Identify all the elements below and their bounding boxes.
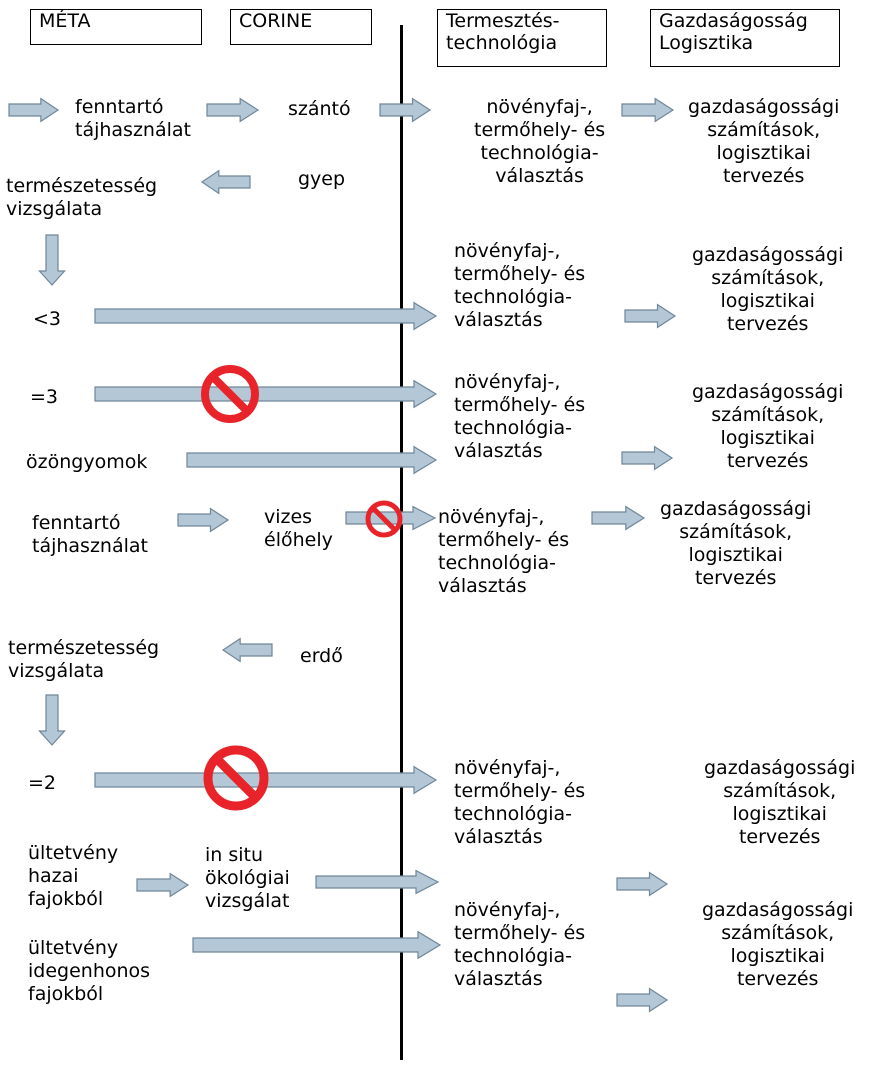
prohibit-vizes: [365, 500, 403, 538]
prohibit-vizes-ring: [365, 500, 403, 538]
arrow-tech-econ-1: [621, 97, 675, 123]
arrow-szanto-tech: [379, 97, 432, 123]
econ-block-2: gazdaságossági számítások, logisztikai t…: [692, 244, 844, 335]
label-erdo: erdő: [300, 645, 343, 667]
arrow-to-insitu: [136, 872, 190, 898]
econ-block-5: gazdaságossági számítások, logisztikai t…: [704, 757, 856, 848]
arrow-idegen: [192, 930, 442, 960]
prohibit-eq3-ring: [201, 365, 259, 423]
header-meta-label: MÉTA: [39, 10, 91, 32]
tech-block-1: növényfaj-, termőhely- és technológia- v…: [474, 96, 606, 187]
arrow-insitu-tech: [315, 869, 440, 895]
label-ozongyomok: özöngyomok: [26, 451, 148, 473]
tech-block-6: növényfaj-, termőhely- és technológia- v…: [454, 899, 586, 990]
econ-block-1: gazdaságossági számítások, logisztikai t…: [688, 96, 840, 187]
label-termeszetesseg-2: természetesség vizsgálata: [8, 637, 160, 682]
header-termesztes-label: Termesztés- technológia: [446, 10, 560, 54]
label-ultetveny-idegen: ültetvény idegenhonos fajokból: [28, 937, 151, 1005]
header-corine: CORINE: [230, 9, 372, 45]
label-fenntarto-2: fenntartó tájhasználat: [32, 512, 148, 557]
arrow-ozongyomok: [186, 445, 438, 475]
header-termesztes: Termesztés- technológia: [437, 9, 607, 67]
prohibit-eq2: [203, 745, 269, 811]
label-eq3: =3: [30, 386, 59, 408]
label-szanto: szántó: [288, 98, 351, 120]
arrow-in-1: [8, 97, 60, 123]
header-gazdasagossag: Gazdaságosság Logisztika: [650, 9, 840, 67]
prohibit-vizes-bar: [370, 505, 398, 533]
econ-block-6: gazdaságossági számítások, logisztikai t…: [702, 899, 854, 990]
econ-block-4: gazdaságossági számítások, logisztikai t…: [660, 498, 812, 589]
arrow-gyep-back: [200, 169, 251, 195]
arrow-lt3: [94, 301, 438, 331]
arrow-to-szanto: [206, 97, 260, 123]
header-corine-label: CORINE: [239, 10, 313, 32]
arrow-group: [8, 97, 677, 1013]
arrow-down-1: [38, 234, 66, 286]
arrow-eq3: [94, 379, 438, 409]
prohibit-eq2-bar: [213, 755, 259, 801]
arrow-tech-econ-2: [624, 303, 677, 329]
arrow-to-vizes: [177, 507, 230, 533]
prohibit-eq2-ring: [203, 745, 269, 811]
label-vizes-elohely: vizes élőhely: [264, 506, 333, 551]
prohibit-eq3: [201, 365, 259, 423]
arrow-tech-econ-5: [616, 871, 669, 897]
arrow-tech-econ-6: [616, 987, 669, 1013]
tech-block-4: növényfaj-, termőhely- és technológia- v…: [438, 506, 570, 597]
header-gazdasagossag-label: Gazdaságosság Logisztika: [659, 10, 808, 54]
label-fenntarto-1: fenntartó tájhasználat: [75, 96, 191, 141]
header-meta: MÉTA: [30, 9, 202, 45]
tech-block-2: növényfaj-, termőhely- és technológia- v…: [454, 240, 586, 331]
label-eq2: =2: [28, 772, 57, 794]
central-divider: [400, 25, 403, 1060]
arrow-erdo-back: [221, 637, 273, 663]
arrow-tech-econ-4: [591, 505, 646, 531]
label-ultetveny-hazai: ültetvény hazai fajokból: [28, 842, 119, 910]
prohibit-eq3-bar: [209, 373, 251, 415]
tech-block-3: növényfaj-, termőhely- és technológia- v…: [454, 371, 586, 462]
label-lt3: <3: [33, 308, 62, 330]
tech-block-5: növényfaj-, termőhely- és technológia- v…: [454, 757, 586, 848]
econ-block-3: gazdaságossági számítások, logisztikai t…: [692, 381, 844, 472]
label-in-situ: in situ ökológiai vizsgálat: [205, 844, 290, 912]
label-termeszetesseg-1: természetesség vizsgálata: [6, 175, 158, 220]
arrow-down-2: [38, 694, 66, 746]
label-gyep: gyep: [298, 168, 346, 190]
arrow-tech-econ-3: [621, 445, 674, 471]
